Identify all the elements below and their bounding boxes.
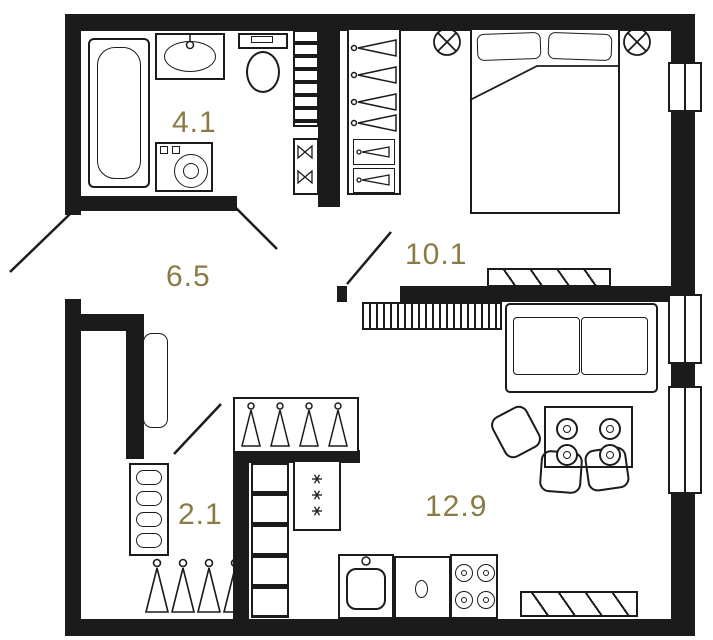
wall-closet-vertical [126, 314, 144, 459]
hanger-icons-storage [144, 558, 248, 613]
room-label-living-kitchen: 12.9 [425, 490, 488, 523]
room-label-storage: 2.1 [178, 498, 223, 531]
wall-storage-right [233, 453, 249, 619]
pillow [547, 31, 613, 62]
toilet-bowl [246, 51, 280, 93]
window-mullion [684, 388, 686, 492]
washing-machine-drum [174, 154, 208, 188]
door-swing-storage [173, 403, 222, 455]
wall-bedroom-living-stub [337, 286, 347, 302]
wall-right-4 [671, 494, 695, 636]
wall-bottom [65, 619, 695, 636]
closet-door-leaf [143, 333, 168, 428]
sofa-cushion [581, 317, 648, 375]
wall-bathroom-bottom [65, 196, 237, 211]
cooktop-burner-dot [483, 597, 489, 603]
dresser [487, 268, 611, 287]
toilet-flush-button [251, 36, 273, 43]
table-seat-inner [563, 451, 571, 459]
wall-top [65, 14, 695, 31]
wall-closet-horizontal [65, 314, 144, 331]
cooktop [450, 554, 498, 619]
table-seat-inner [606, 451, 614, 459]
ceiling-light-icon [433, 28, 461, 56]
shelving-unit [293, 30, 319, 127]
sofa-cushion [513, 317, 580, 375]
cooktop-burner-dot [461, 597, 467, 603]
shoe-rack-item [136, 512, 162, 527]
shoe-rack-item [136, 491, 162, 506]
door-swing-entrance [9, 213, 71, 273]
fridge [293, 460, 341, 531]
cooktop-burner-dot [483, 570, 489, 576]
room-label-hallway: 6.5 [166, 260, 211, 293]
cooktop-burner-dot [461, 570, 467, 576]
wall-right-2 [671, 112, 695, 294]
window-mullion [684, 64, 686, 110]
wardrobe-drawer [353, 139, 395, 165]
door-swing-bedroom [346, 231, 392, 285]
door-swing-bathroom [235, 207, 278, 250]
wall-right-3 [671, 364, 695, 386]
room-label-bathroom: 4.1 [172, 106, 217, 139]
wall-column [318, 14, 340, 207]
radiator-grill [362, 302, 502, 330]
washing-machine-button [172, 146, 180, 154]
bathtub-inner [97, 47, 141, 179]
ladder-shelf [251, 463, 289, 618]
hall-wardrobe [233, 397, 359, 453]
window-mullion [684, 296, 686, 362]
table-seat-inner [563, 425, 571, 433]
table-seat-inner [606, 425, 614, 433]
wall-left-lower [65, 299, 81, 636]
window-living-1 [668, 294, 702, 364]
kitchen-sink-basin [346, 568, 386, 610]
shoe-rack-item [136, 533, 162, 548]
wardrobe-drawer [353, 168, 395, 193]
ceiling-light-icon [623, 28, 651, 56]
kitchen-mid-burner [415, 580, 428, 598]
pillow [476, 31, 542, 62]
wall-right-1 [671, 14, 695, 62]
washing-machine-button [160, 146, 168, 154]
shoe-rack-item [136, 470, 162, 485]
washing-machine-drum-inner [183, 163, 199, 179]
washbasin-bowl [164, 41, 216, 72]
wall-counter-bar [233, 450, 360, 463]
dining-chair [487, 402, 545, 462]
wall-left-upper [65, 14, 81, 215]
window-bedroom [668, 62, 702, 112]
shoe-cabinet [293, 138, 319, 195]
room-label-bedroom: 10.1 [405, 238, 468, 271]
dining-table [544, 406, 633, 468]
window-living-2 [668, 386, 702, 494]
radiator [520, 591, 638, 617]
wall-bedroom-living [400, 286, 671, 302]
